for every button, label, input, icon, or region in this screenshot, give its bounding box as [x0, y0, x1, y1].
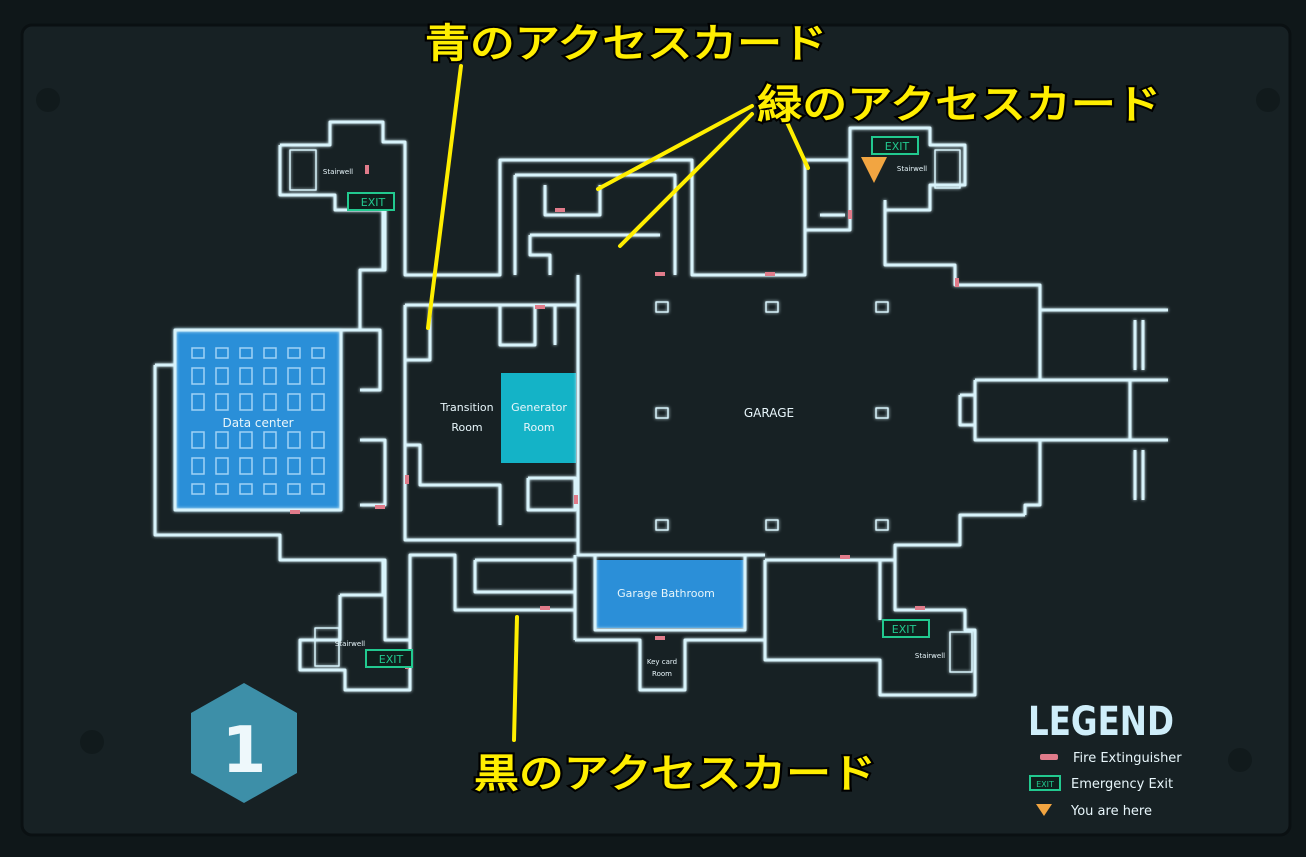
- stairwell-label-ne: Stairwell: [897, 165, 927, 173]
- legend: LEGEND Fire Extinguisher EXIT Emergency …: [1028, 699, 1182, 819]
- green-card-pointer-3: [784, 118, 810, 170]
- generator-room-label-line2: Room: [523, 421, 554, 434]
- transition-room-label-line1: Transition: [439, 401, 493, 414]
- stairwell-label-nw: Stairwell: [323, 168, 353, 176]
- fire-extinguisher-icon: [840, 555, 850, 559]
- legend-title: LEGEND: [1028, 699, 1174, 745]
- server-racks: [191, 347, 325, 495]
- green-card-pointer-1: [596, 104, 754, 191]
- exit-sign-text: EXIT: [892, 623, 917, 636]
- you-are-here-icon: [861, 157, 887, 183]
- black-access-card-annotation: 黒のアクセスカード: [474, 751, 876, 797]
- key-card-room-label-line2: Room: [652, 670, 672, 678]
- panel-screw: [36, 88, 60, 112]
- exit-sign-ne: EXIT: [871, 136, 919, 155]
- fire-extinguisher-icon: [375, 505, 385, 509]
- panel-screw: [1228, 748, 1252, 772]
- legend-item-you-are-here: You are here: [1070, 804, 1152, 819]
- building-walls: [153, 120, 1168, 697]
- blue-card-pointer: [426, 64, 463, 330]
- exit-sign-icon: [1029, 775, 1061, 791]
- exit-sign-se: EXIT: [882, 619, 930, 638]
- exit-sign-text: EXIT: [379, 653, 404, 666]
- fire-extinguisher-icon: [535, 305, 545, 309]
- generator-room: [501, 373, 576, 463]
- exit-sign-sw: EXIT: [365, 649, 413, 668]
- fire-extinguisher-icon: [655, 636, 665, 640]
- stairwell-label-sw: Stairwell: [335, 640, 365, 648]
- garage-bathroom-room: [596, 560, 744, 628]
- transition-room-label-line2: Room: [451, 421, 482, 434]
- exit-sign-text: EXIT: [361, 196, 386, 209]
- garage-bathroom-label: Garage Bathroom: [617, 587, 715, 600]
- green-access-card-annotation: 緑のアクセスカード: [757, 82, 1161, 128]
- garage-label: GARAGE: [744, 406, 794, 420]
- key-card-room-label-line1: Key card: [647, 658, 677, 666]
- black-card-pointer: [512, 615, 519, 742]
- fire-extinguisher-icon: [290, 510, 300, 514]
- fire-extinguisher-icon: [540, 606, 550, 610]
- generator-room-label-line1: Generator: [511, 401, 567, 414]
- fire-extinguisher-icon: [915, 606, 925, 610]
- green-card-pointer-2: [618, 112, 754, 248]
- panel-screw: [80, 730, 104, 754]
- exit-sign-text: EXIT: [1036, 780, 1054, 789]
- you-are-here-icon: [1036, 804, 1052, 816]
- fire-extinguisher-icon: [574, 495, 578, 504]
- legend-item-fire-extinguisher: Fire Extinguisher: [1073, 751, 1182, 766]
- data-center-label: Data center: [222, 416, 293, 430]
- stairwell-label-se: Stairwell: [915, 652, 945, 660]
- fire-extinguisher-icon: [765, 272, 775, 276]
- panel-screw: [1256, 88, 1280, 112]
- blue-access-card-annotation: 青のアクセスカード: [425, 21, 827, 67]
- exit-sign-nw: EXIT: [347, 192, 395, 211]
- annotation-pointers: [426, 64, 810, 742]
- fire-extinguisher-icon: [1040, 754, 1058, 760]
- legend-item-emergency-exit: Emergency Exit: [1071, 777, 1173, 792]
- fire-extinguisher-icon: [405, 475, 409, 484]
- fire-extinguisher-icon: [555, 208, 565, 212]
- fire-extinguisher-icon: [848, 210, 852, 219]
- fire-extinguisher-icon: [365, 165, 369, 174]
- floor-number: 1: [222, 714, 267, 788]
- fire-extinguisher-icon: [655, 272, 665, 276]
- data-center-room: [175, 330, 341, 510]
- exit-sign-text: EXIT: [885, 140, 910, 153]
- floor-badge: [191, 683, 297, 803]
- fire-extinguisher-icon: [955, 278, 959, 287]
